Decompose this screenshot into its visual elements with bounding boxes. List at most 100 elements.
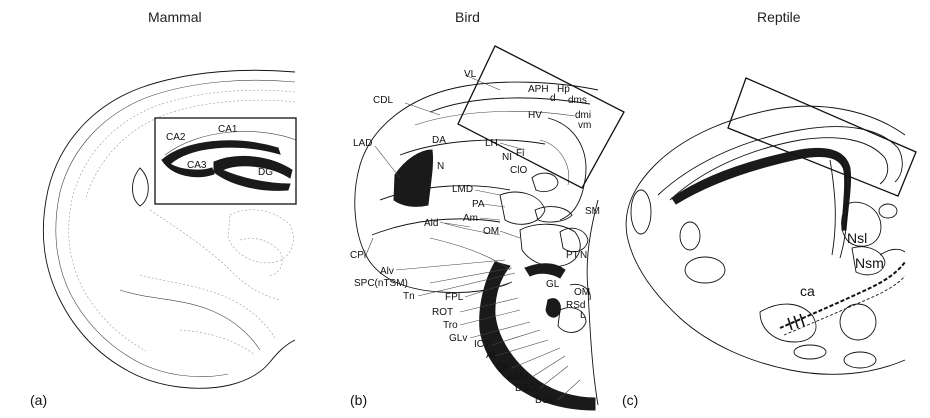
bird-leader-lines: [365, 74, 581, 401]
bird-om-tract: [569, 283, 591, 301]
bird-hippocampal-curve: [547, 117, 587, 221]
mammal-cortex-layer-2: [68, 89, 296, 352]
mammal-cortex-layer-3: [85, 99, 296, 199]
reptile-nucleus-sphericus-lateral: [841, 201, 882, 247]
reptile-striatum: [759, 303, 817, 343]
bird-label-d: d: [550, 93, 556, 104]
bird-dark-tract-2: [524, 263, 566, 279]
bird-label-alv: Alv: [380, 266, 394, 277]
bird-label-clo: ClO: [510, 165, 527, 176]
mammal-inner-structure: [149, 209, 281, 301]
reptile-label-nsl: Nsl: [847, 230, 867, 246]
mammal-dentate-gyrus: [213, 155, 293, 191]
bird-nucleus-clo: [531, 172, 559, 193]
bird-label-sm: SM: [585, 206, 600, 217]
bird-label-fpl: FPL: [445, 292, 464, 303]
bird-label-am: Am: [463, 213, 478, 224]
reptile-panel-tag: (c): [622, 392, 638, 408]
bird-label-lad: LAD: [353, 138, 372, 149]
bird-label-l: L: [580, 310, 586, 321]
bird-nucleus-pa: [499, 191, 546, 225]
bird-label-om: OM: [483, 226, 499, 237]
bird-label-qf: QF: [496, 362, 510, 373]
reptile-anterior-commissure-2: [783, 275, 906, 336]
bird-label-ni: NI: [502, 152, 512, 163]
bird-label-rot: ROT: [432, 307, 453, 318]
mammal-cortex-layer-1: [55, 79, 296, 377]
bird-rsd-nucleus: [557, 307, 587, 333]
reptile-anterior-commissure: [779, 261, 906, 329]
mammal-label-ca2: CA2: [166, 132, 186, 143]
bird-ald-line: [439, 221, 501, 236]
reptile-brain-outline: [625, 105, 906, 375]
mammal-temporal-fold: [119, 289, 261, 351]
reptile-label-nsm: Nsm: [855, 255, 884, 271]
bird-label-hp: Hp: [557, 84, 570, 95]
reptile-right-small-nucleus: [878, 203, 898, 219]
bird-lamina-dorsalis: [429, 97, 591, 113]
bird-label-vl: VL: [464, 69, 477, 80]
bird-label-cdl: CDL: [373, 95, 393, 106]
bird-label-al: AL: [486, 350, 499, 361]
bird-dark-tract: [479, 261, 596, 411]
mammal-lower-fold: [179, 329, 256, 356]
bird-hippocampal-curve-2: [539, 139, 570, 186]
bird-label-fi: Fi: [516, 148, 524, 159]
mammal-fissure: [164, 131, 297, 156]
bird-label-pt: PT: [566, 250, 579, 261]
reptile-left-chamber: [630, 189, 652, 235]
reptile-oval-nucleus: [684, 256, 726, 284]
mammal-label-ca1: CA1: [218, 124, 238, 135]
reptile-cortex-inner: [669, 137, 889, 201]
mammal-panel-tag: (a): [30, 392, 47, 408]
reptile-medial-cortex: [671, 147, 851, 231]
mammal-label-ca3: CA3: [187, 160, 207, 171]
bird-label-lmd: LMD: [452, 184, 473, 195]
mammal-panel: Mammal CA1 CA2 CA3 DG (a): [30, 9, 297, 408]
bird-lamina-frontalis: [399, 139, 546, 156]
bird-lamina-hyperpallium: [414, 111, 576, 126]
bird-label-dmi: dmi: [575, 110, 591, 121]
mammal-hippocampus-box: [154, 117, 297, 205]
bird-label-lh: LH: [485, 138, 498, 149]
bird-label-pa: PA: [472, 199, 485, 210]
bird-label-cpi: CPi: [350, 250, 366, 261]
mammal-ca-field: [161, 140, 281, 178]
bird-lad-region: [393, 149, 433, 207]
reptile-cortex-outer: [657, 126, 903, 196]
mammal-ventricle-shape: [239, 238, 283, 277]
bird-label-dsv: DSV: [535, 395, 556, 406]
mammal-temporal-fold-2: [139, 274, 276, 339]
reptile-panel: Reptile Nsl Nsm ca (c): [622, 9, 917, 408]
mammal-title: Mammal: [148, 9, 202, 25]
bird-label-om2: OM: [574, 287, 590, 298]
bird-label-ict: ICT: [474, 339, 490, 350]
bird-hippocampus-box: [457, 45, 625, 189]
bird-round-nucleus: [559, 227, 589, 253]
mammal-lateral-ventricle: [132, 167, 149, 207]
reptile-label-ca: ca: [800, 283, 815, 299]
bird-title: Bird: [455, 9, 480, 25]
bird-label-n2: N: [580, 250, 587, 261]
bird-brainstem-outline: [586, 199, 599, 406]
bird-panel: Bird: [350, 9, 625, 411]
bird-label-spc: SPC(nTSM): [354, 278, 408, 289]
bird-label-rsd: RSd: [566, 300, 585, 311]
bird-label-ald: Ald: [424, 218, 438, 229]
reptile-circle-nucleus: [839, 303, 877, 341]
bird-optic-region: [519, 223, 581, 267]
mammal-label-dg: DG: [258, 167, 273, 178]
bird-inner-line: [429, 237, 511, 271]
bird-label-a15r: A15r: [507, 372, 529, 383]
reptile-ventricle-2: [839, 159, 848, 259]
bird-label-n: N: [437, 161, 444, 172]
bird-label-dsd: DSD: [515, 383, 536, 394]
reptile-nucleus-sphericus-medial: [851, 246, 886, 276]
bird-label-hv: HV: [528, 110, 542, 121]
bird-label-vm: vm: [578, 120, 591, 131]
reptile-bottom-nucleus-1: [793, 344, 827, 360]
bird-label-gl: GL: [546, 279, 560, 290]
reptile-cortex-box: [727, 77, 917, 197]
bird-panel-tag: (b): [350, 392, 367, 408]
